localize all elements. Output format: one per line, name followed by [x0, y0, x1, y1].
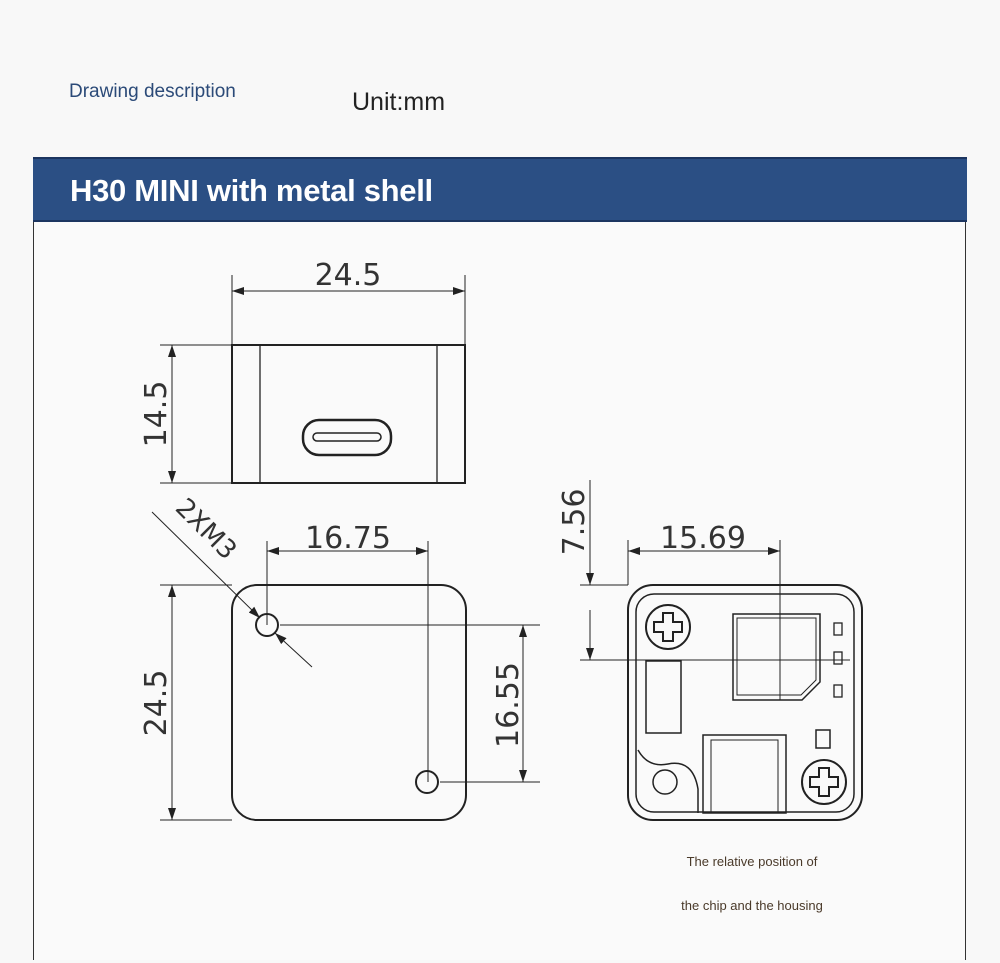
caption-line-1: The relative position of [686, 854, 818, 869]
mount-hole-icon [415, 770, 439, 794]
dim-top-width: 24.5 [315, 258, 382, 293]
dim-body-height: 24.5 [139, 670, 174, 737]
section-header: H30 MINI with metal shell [33, 157, 967, 222]
bottom-view [151, 511, 540, 821]
connector-outline [645, 660, 682, 734]
unit-label: Unit:mm [352, 88, 446, 116]
screw-icon [645, 604, 691, 650]
drawing-frame [33, 157, 966, 960]
dim-chip-offset-y: 7.56 [557, 489, 592, 556]
caption-line-2: the chip and the housing [681, 898, 823, 913]
dim-hole-spacing-x: 16.75 [305, 521, 391, 556]
side-view [160, 275, 466, 484]
usb-c-port-icon [301, 418, 393, 457]
dim-chip-offset-x: 15.69 [660, 521, 746, 556]
pcb-outer-outline [627, 584, 863, 821]
hole-note: 2XM3 [169, 493, 242, 566]
section-title: H30 MINI with metal shell [70, 173, 433, 208]
dim-top-height: 14.5 [139, 381, 174, 448]
chip-outline [732, 613, 821, 701]
shell-bottom-outline [231, 584, 467, 821]
screw-icon [801, 759, 847, 805]
shell-side-outline [231, 344, 466, 484]
dim-hole-spacing-y: 16.55 [491, 662, 526, 748]
usb-c-footprint [702, 734, 787, 814]
drawing-description-label: Drawing description [69, 81, 236, 102]
pcb-view [580, 480, 863, 821]
